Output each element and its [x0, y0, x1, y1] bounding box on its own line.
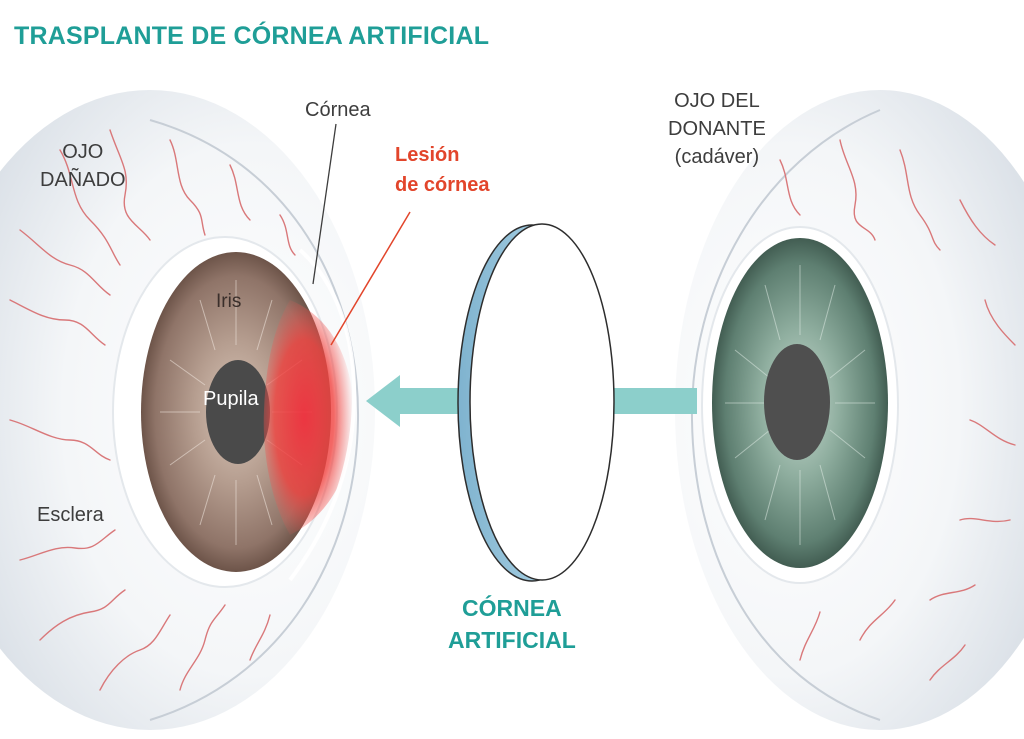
damaged-eye-label-line-1: OJO — [62, 141, 104, 163]
artificial-cornea-label: CÓRNEA ARTIFICIAL — [448, 592, 576, 656]
cornea-label: Córnea — [305, 99, 371, 121]
sclera-label: Esclera — [37, 504, 104, 526]
lesion-label-line-2: de córnea — [395, 174, 490, 196]
cornea-lesion — [263, 300, 354, 535]
artificial-cornea-label-line-1: CÓRNEA — [462, 595, 562, 621]
cornea-leader-line — [312, 123, 337, 285]
artificial-cornea-lens — [457, 223, 615, 582]
iris-label: Iris — [216, 291, 242, 312]
donor-eye-label-line-2: DONANTE — [668, 118, 766, 140]
pupil-label: Pupila — [203, 388, 259, 410]
damaged-eye-label-line-2: DAÑADO — [40, 169, 126, 191]
lesion-label-line-1: Lesión — [395, 144, 460, 166]
lesion-label: Lesión de córnea — [395, 140, 489, 200]
damaged-eye-cornea-edge — [288, 248, 356, 582]
damaged-eye-pupil — [206, 360, 270, 464]
donor-eye-label-line-1: OJO DEL — [674, 90, 760, 112]
donor-eye-iris-fibers — [725, 265, 875, 545]
donor-eye-label: OJO DEL DONANTE (cadáver) — [668, 87, 766, 171]
artificial-cornea-label-line-2: ARTIFICIAL — [448, 627, 576, 653]
connector-bar — [612, 388, 697, 414]
damaged-eye-label: OJO DAÑADO — [40, 138, 126, 194]
donor-eye-veins — [779, 139, 1016, 681]
donor-eye — [675, 90, 1024, 730]
damaged-eye — [0, 90, 375, 730]
diagram-title: TRASPLANTE DE CÓRNEA ARTIFICIAL — [14, 22, 490, 50]
lesion-leader-line — [330, 211, 411, 346]
damaged-eye-outline — [149, 119, 360, 721]
donor-eye-label-line-3: (cadáver) — [674, 146, 760, 168]
donor-eye-pupil — [764, 344, 830, 460]
damaged-eye-veins — [9, 129, 296, 691]
donor-eye-outline — [690, 109, 881, 721]
